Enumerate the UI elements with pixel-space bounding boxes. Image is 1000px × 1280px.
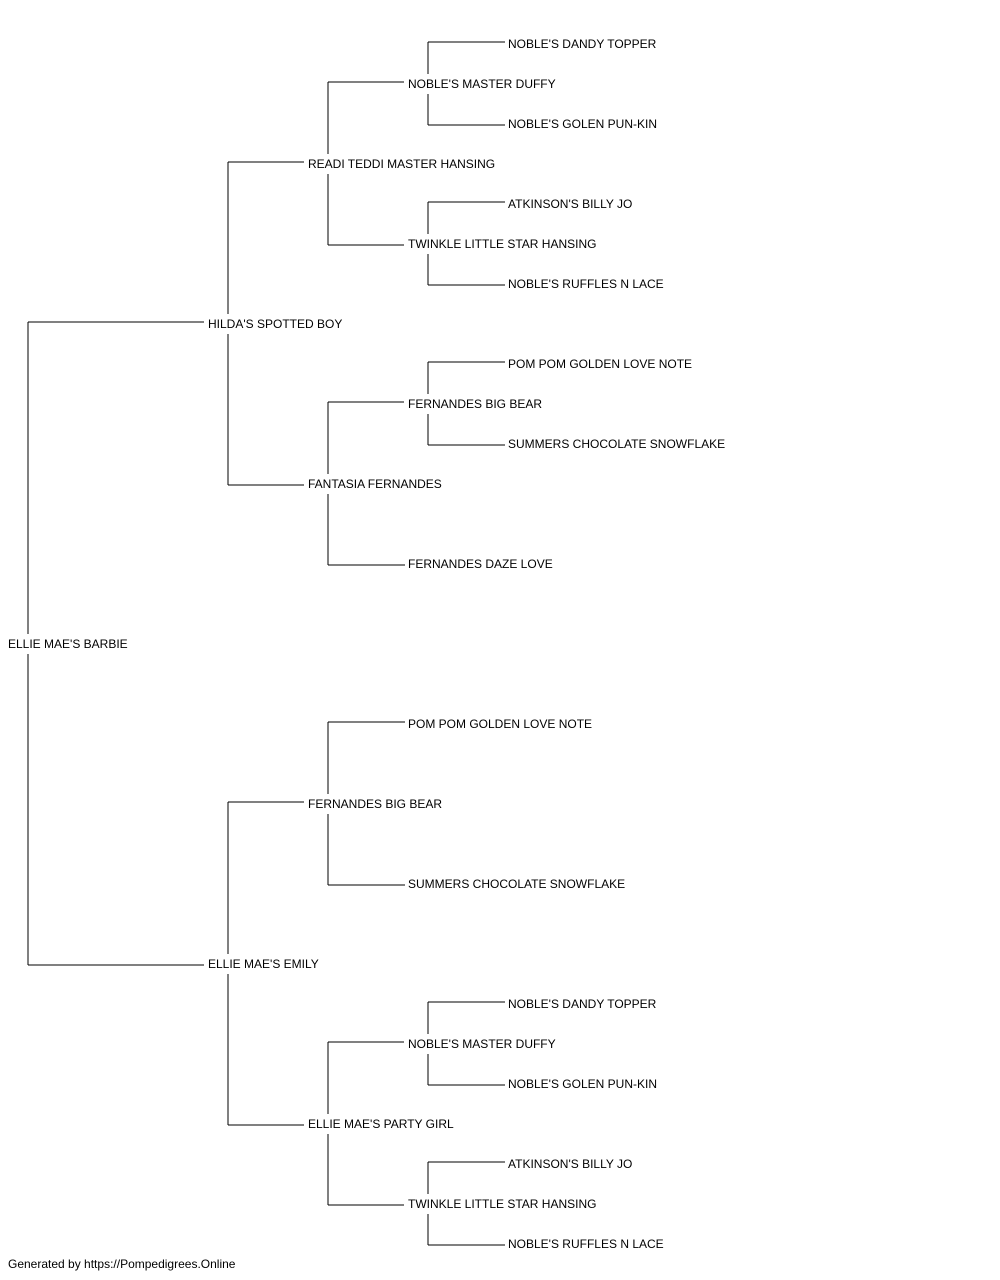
ancestor-name: POM POM GOLDEN LOVE NOTE	[408, 717, 592, 731]
pedigree-names: ELLIE MAE'S BARBIE HILDA'S SPOTTED BOY E…	[8, 37, 725, 1251]
ancestor-name: SUMMERS CHOCOLATE SNOWFLAKE	[408, 877, 625, 891]
paternal-granddam-name: FANTASIA FERNANDES	[308, 477, 442, 491]
paternal-grandsire-name: READI TEDDI MASTER HANSING	[308, 157, 495, 171]
ancestor-name: ATKINSON'S BILLY JO	[508, 1157, 632, 1171]
ancestor-name: SUMMERS CHOCOLATE SNOWFLAKE	[508, 437, 725, 451]
ancestor-name: NOBLE'S RUFFLES N LACE	[508, 1237, 664, 1251]
ancestor-name: ATKINSON'S BILLY JO	[508, 197, 632, 211]
ancestor-name: NOBLE'S MASTER DUFFY	[408, 77, 556, 91]
ancestor-name: POM POM GOLDEN LOVE NOTE	[508, 357, 692, 371]
ancestor-name: FERNANDES DAZE LOVE	[408, 557, 553, 571]
maternal-grandsire-name: FERNANDES BIG BEAR	[308, 797, 442, 811]
ancestor-name: TWINKLE LITTLE STAR HANSING	[408, 237, 596, 251]
maternal-granddam-name: ELLIE MAE'S PARTY GIRL	[308, 1117, 454, 1131]
ancestor-name: NOBLE'S RUFFLES N LACE	[508, 277, 664, 291]
dam-name: ELLIE MAE'S EMILY	[208, 957, 319, 971]
subject-name: ELLIE MAE'S BARBIE	[8, 637, 128, 651]
sire-name: HILDA'S SPOTTED BOY	[208, 317, 342, 331]
ancestor-name: NOBLE'S DANDY TOPPER	[508, 37, 657, 51]
ancestor-name: NOBLE'S DANDY TOPPER	[508, 997, 657, 1011]
ancestor-name: NOBLE'S GOLEN PUN-KIN	[508, 1077, 657, 1091]
footer-credit: Generated by https://Pompedigrees.Online	[8, 1257, 236, 1271]
ancestor-name: NOBLE'S GOLEN PUN-KIN	[508, 117, 657, 131]
ancestor-name: FERNANDES BIG BEAR	[408, 397, 542, 411]
label-backgrounds	[4, 74, 600, 1214]
ancestor-name: TWINKLE LITTLE STAR HANSING	[408, 1197, 596, 1211]
ancestor-name: NOBLE'S MASTER DUFFY	[408, 1037, 556, 1051]
